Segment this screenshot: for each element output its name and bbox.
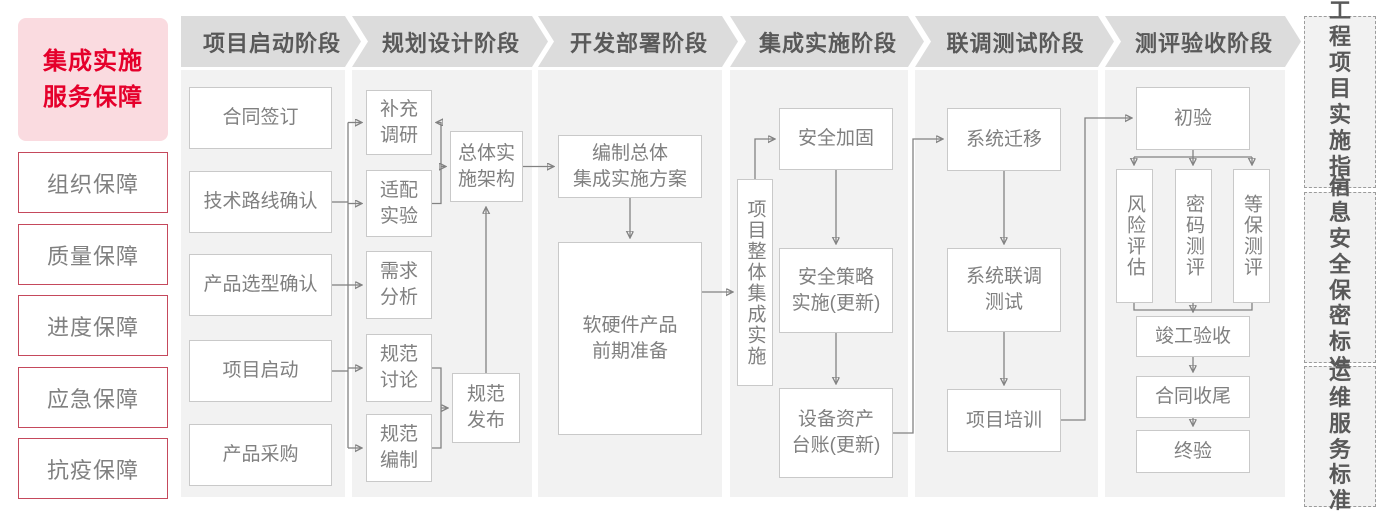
phase-header-label: 开发部署阶段 — [569, 30, 708, 56]
connector — [1061, 118, 1131, 421]
sidebar-item-organization: 组织保障 — [18, 152, 168, 213]
connector — [754, 139, 774, 179]
phase-header-joint-test: 联调测试阶段 — [915, 16, 1114, 67]
flow-box-initial-acceptance: 初验 — [1136, 87, 1250, 150]
flow-box-security-hardening: 安全加固 — [779, 108, 893, 170]
phase-header-dev-deploy: 开发部署阶段 — [538, 16, 738, 67]
flow-box-contract-signing: 合同签订 — [189, 87, 332, 149]
flow-box-overall-implementation-architecture: 总体实 施架构 — [450, 131, 523, 202]
flow-box-security-policy-update: 安全策略 实施(更新) — [779, 248, 893, 333]
standard-label: 信息 安全 保密 标准 — [1328, 173, 1362, 381]
sidebar-item-emergency: 应急保障 — [18, 367, 168, 428]
standard-box-project-implementation-guide: 工程 项目 实施 指引 — [1304, 0, 1376, 205]
phase-header-label: 测评验收阶段 — [1134, 30, 1273, 56]
phase-header-label: 项目启动阶段 — [202, 30, 341, 56]
phase-header-plan-design: 规划设计阶段 — [352, 16, 548, 67]
flow-box-supplementary-research: 补充 调研 — [366, 90, 432, 155]
sidebar-item-quality: 质量保障 — [18, 224, 168, 285]
sidebar-title: 集成实施 服务保障 — [18, 18, 168, 141]
flow-box-project-training: 项目培训 — [947, 389, 1061, 452]
connector — [432, 367, 442, 449]
flow-box-requirement-analysis: 需求 分析 — [366, 251, 432, 319]
flow-box-product-procurement: 产品采购 — [189, 424, 332, 486]
phase-header-integration: 集成实施阶段 — [730, 16, 924, 67]
flow-box-asset-ledger-update: 设备资产 台账(更新) — [779, 388, 893, 478]
flow-box-overall-integration: 项目整体集成实施 — [737, 179, 773, 386]
standard-box-ops-service: 运维 服务 标准 — [1304, 359, 1376, 513]
phase-header-label: 规划设计阶段 — [381, 30, 520, 56]
flow-box-crypto-evaluation: 密码测评 — [1175, 169, 1212, 303]
flow-box-tech-route-confirm: 技术路线确认 — [189, 171, 332, 233]
standard-box-infosec-confidentiality: 信息 安全 保密 标准 — [1304, 174, 1376, 380]
flow-box-product-selection-confirm: 产品选型确认 — [189, 254, 332, 316]
flow-box-completion-acceptance: 竣工验收 — [1136, 316, 1250, 357]
flow-box-adaptation-test: 适配 实验 — [366, 170, 432, 237]
flow-box-spec-release: 规范 发布 — [452, 373, 520, 443]
sidebar-item-schedule: 进度保障 — [18, 295, 168, 356]
flow-box-project-kickoff: 项目启动 — [189, 340, 332, 402]
standard-label: 工程 项目 实施 指引 — [1328, 0, 1362, 205]
flow-box-hw-sw-preparation: 软硬件产品 前期准备 — [558, 242, 702, 435]
flow-box-risk-assessment: 风险评估 — [1116, 169, 1153, 303]
flow-box-spec-discussion: 规范 讨论 — [366, 334, 432, 402]
phase-header-project-start: 项目启动阶段 — [181, 16, 361, 67]
flow-box-system-migration: 系统迁移 — [947, 108, 1061, 171]
flow-box-mlps-evaluation: 等保测评 — [1233, 169, 1270, 303]
flow-box-final-acceptance: 终验 — [1136, 430, 1250, 473]
standard-label: 运维 服务 标准 — [1328, 358, 1362, 514]
phase-header-label: 集成实施阶段 — [758, 30, 897, 56]
flow-box-system-joint-test: 系统联调 测试 — [947, 248, 1061, 332]
phase-header-label: 联调测试阶段 — [946, 30, 1085, 56]
phase-header-acceptance: 测评验收阶段 — [1105, 16, 1301, 67]
flow-box-spec-compilation: 规范 编制 — [366, 414, 432, 482]
sidebar-item-epidemic: 抗疫保障 — [18, 438, 168, 499]
flow-box-contract-closing: 合同收尾 — [1136, 376, 1250, 418]
connector — [893, 139, 942, 434]
connector — [432, 123, 441, 205]
flow-box-compile-overall-plan: 编制总体 集成实施方案 — [558, 135, 702, 198]
